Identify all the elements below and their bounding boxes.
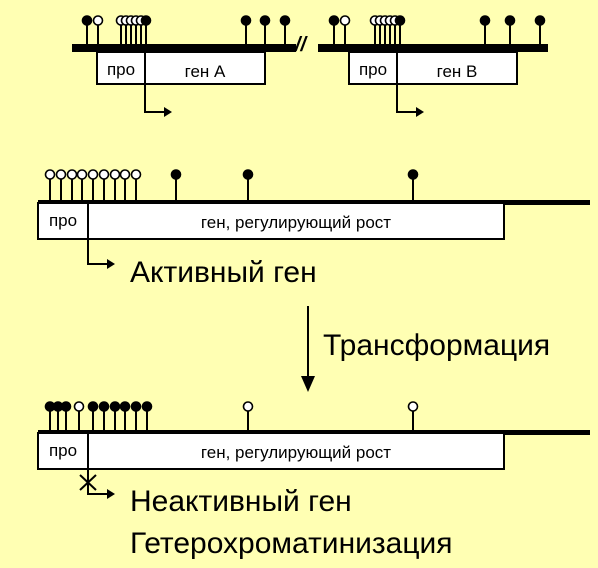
promoter-label-a: про bbox=[107, 60, 135, 79]
unmethylated-site-icon bbox=[407, 401, 419, 430]
methylation-sites-inactive bbox=[44, 401, 419, 430]
transformation-label: Трансформация bbox=[323, 329, 550, 362]
middle-panel: про ген, регулирующий рост Активный ген bbox=[37, 169, 590, 289]
transcription-start-arrow-a bbox=[144, 84, 170, 113]
methylated-site-icon bbox=[394, 15, 406, 44]
arrow-head-down bbox=[301, 376, 315, 392]
methylated-site-icon bbox=[87, 401, 99, 430]
methylated-site-icon bbox=[109, 401, 121, 430]
methylated-site-icon bbox=[407, 169, 419, 200]
promoter-box-middle bbox=[37, 202, 89, 240]
methylated-site-icon bbox=[140, 15, 152, 44]
methylation-sites-active bbox=[44, 169, 419, 200]
gene-label-b: ген B bbox=[437, 62, 478, 81]
unmethylated-site-icon bbox=[73, 401, 85, 430]
methylation-sites-gene-b bbox=[328, 15, 546, 44]
methylated-site-icon bbox=[279, 15, 291, 44]
unmethylated-site-icon bbox=[76, 169, 88, 200]
methylated-site-icon bbox=[141, 401, 153, 430]
gene-box-b bbox=[396, 51, 518, 85]
unmethylated-site-icon bbox=[66, 169, 78, 200]
unmethylated-site-icon bbox=[87, 169, 99, 200]
methylated-site-icon bbox=[98, 401, 110, 430]
transcription-start-arrow-b bbox=[396, 84, 422, 113]
gene-label-middle: ген, регулирующий рост bbox=[201, 213, 391, 232]
promoter-label-middle: про bbox=[49, 211, 77, 230]
promoter-label-bottom: про bbox=[49, 441, 77, 460]
methylated-site-icon bbox=[130, 401, 142, 430]
bottom-panel: про ген, регулирующий рост Неактивный ге… bbox=[37, 401, 590, 560]
gene-box-a bbox=[144, 51, 266, 85]
unmethylated-site-icon bbox=[119, 169, 131, 200]
unmethylated-site-icon bbox=[242, 401, 254, 430]
chromosome-line-left bbox=[72, 44, 296, 52]
arrow-head-a bbox=[164, 107, 172, 117]
methylation-sites-gene-a bbox=[81, 15, 291, 44]
unmethylated-site-icon bbox=[92, 15, 104, 44]
heterochromatinization-label: Гетерохроматинизация bbox=[130, 527, 453, 560]
methylated-site-icon bbox=[479, 15, 491, 44]
methylated-site-icon bbox=[44, 401, 56, 430]
break-symbol: // bbox=[294, 34, 309, 56]
inactive-gene-label: Неактивный ген bbox=[130, 485, 352, 518]
methylated-site-icon bbox=[119, 401, 131, 430]
methylated-site-icon bbox=[259, 15, 271, 44]
transcription-start-arrow-middle bbox=[87, 239, 112, 265]
gene-label-a: ген A bbox=[185, 62, 226, 81]
gene-label-bottom: ген, регулирующий рост bbox=[201, 443, 391, 462]
promoter-label-b: про bbox=[359, 60, 387, 79]
methylated-site-icon bbox=[81, 15, 93, 44]
transformation-arrow: Трансформация bbox=[301, 306, 550, 392]
methylated-site-icon bbox=[170, 169, 182, 200]
unmethylated-site-icon bbox=[130, 169, 142, 200]
arrow-head-bottom bbox=[107, 489, 115, 499]
methylated-site-icon bbox=[60, 401, 72, 430]
gene-box-middle bbox=[87, 202, 505, 240]
arrow-head-middle bbox=[107, 259, 115, 269]
promoter-box-bottom bbox=[37, 432, 89, 470]
unmethylated-site-icon bbox=[55, 169, 67, 200]
promoter-box-a bbox=[96, 51, 146, 85]
transcription-start-arrow-bottom bbox=[87, 469, 112, 495]
blocked-cross-icon bbox=[79, 474, 97, 491]
gene-box-bottom bbox=[87, 432, 505, 470]
methylated-site-icon bbox=[504, 15, 516, 44]
methylated-site-icon bbox=[52, 401, 64, 430]
unmethylated-site-icon bbox=[44, 169, 56, 200]
methylated-site-icon bbox=[328, 15, 340, 44]
top-panel: // про ген A про ген B bbox=[72, 15, 548, 117]
active-gene-label: Активный ген bbox=[130, 256, 317, 289]
methylated-site-icon bbox=[534, 15, 546, 44]
unmethylated-site-icon bbox=[109, 169, 121, 200]
methylated-site-icon bbox=[240, 15, 252, 44]
methylated-site-icon bbox=[242, 169, 254, 200]
unmethylated-site-icon bbox=[98, 169, 110, 200]
arrow-head-b bbox=[416, 107, 424, 117]
unmethylated-site-icon bbox=[339, 15, 351, 44]
chromosome-line-right bbox=[318, 44, 548, 52]
